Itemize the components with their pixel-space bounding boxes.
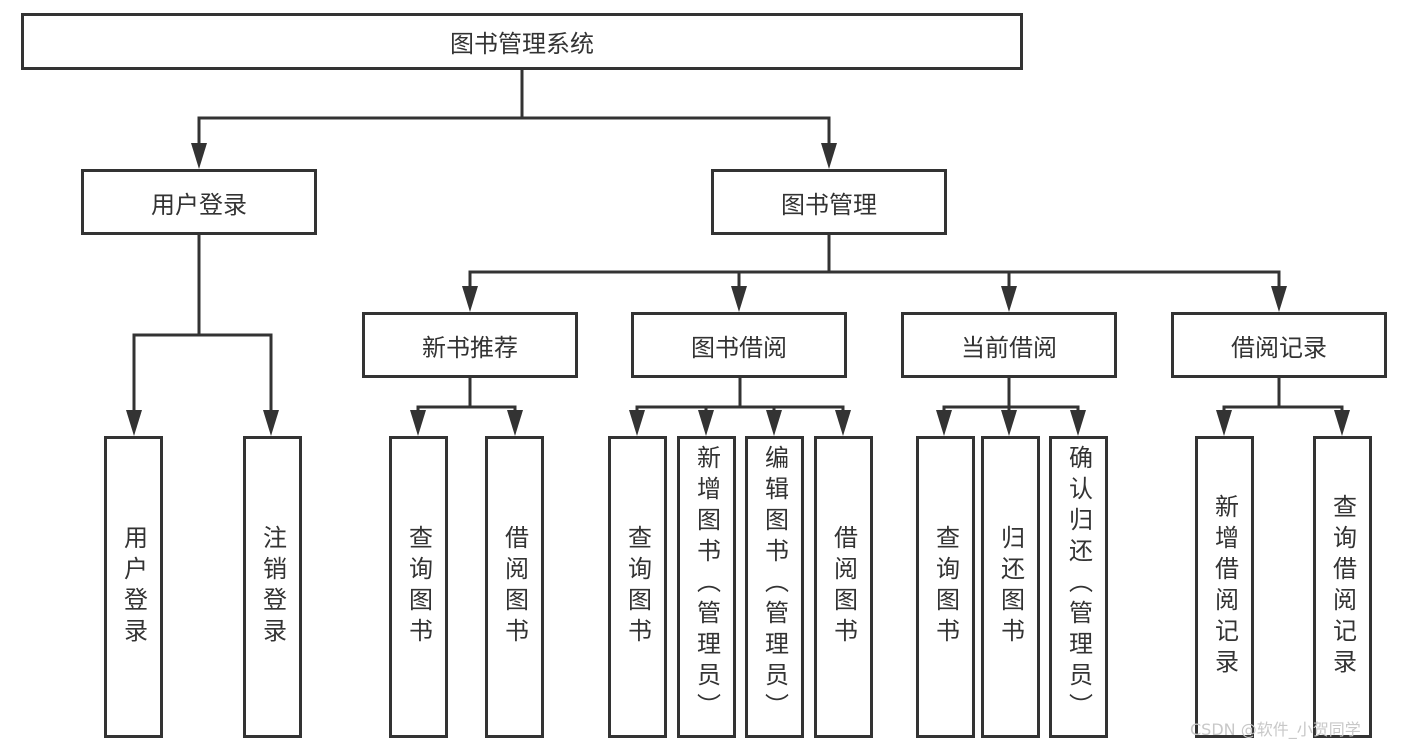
node-book-management: 图书管理 — [711, 169, 947, 235]
node-label: 图书管理 — [781, 190, 877, 219]
arrowhead-icon — [507, 410, 523, 436]
leaf-return-book: 归还图书 — [981, 436, 1040, 738]
arrowhead-icon — [1001, 286, 1017, 312]
arrowhead-icon — [191, 143, 207, 169]
leaf-label: 借阅图书 — [829, 525, 858, 649]
leaf-query-borrow-record: 查询借阅记录 — [1313, 436, 1372, 738]
node-label: 新书推荐 — [422, 333, 518, 362]
leaf-label: 查询图书 — [404, 525, 433, 649]
leaf-label: 编辑图书（管理员） — [760, 445, 789, 724]
leaf-borrow-book: 借阅图书 — [485, 436, 544, 738]
arrowhead-icon — [1334, 410, 1350, 436]
leaf-borrow-book: 借阅图书 — [814, 436, 873, 738]
leaf-label: 查询图书 — [931, 525, 960, 649]
arrowhead-icon — [410, 410, 426, 436]
node-label: 借阅记录 — [1231, 333, 1327, 362]
arrowhead-icon — [462, 286, 478, 312]
arrowhead-icon — [835, 410, 851, 436]
leaf-label: 借阅图书 — [500, 525, 529, 649]
arrowhead-icon — [1070, 410, 1086, 436]
arrowhead-icon — [126, 410, 142, 436]
leaf-query-book: 查询图书 — [608, 436, 667, 738]
node-borrow-records: 借阅记录 — [1171, 312, 1387, 378]
leaf-label: 新增借阅记录 — [1210, 494, 1239, 680]
arrowhead-icon — [629, 410, 645, 436]
leaf-label: 归还图书 — [996, 525, 1025, 649]
watermark: CSDN @软件_小贺同学 — [1190, 720, 1361, 739]
node-new-book-recommend: 新书推荐 — [362, 312, 578, 378]
node-book-borrow: 图书借阅 — [631, 312, 847, 378]
leaf-label: 确认归还（管理员） — [1064, 445, 1093, 724]
node-root: 图书管理系统 — [21, 13, 1023, 70]
leaf-add-book-admin: 新增图书（管理员） — [677, 436, 736, 738]
arrowhead-icon — [263, 410, 279, 436]
arrowhead-icon — [731, 286, 747, 312]
node-label: 用户登录 — [151, 190, 247, 219]
arrowhead-icon — [1001, 410, 1017, 436]
leaf-query-book: 查询图书 — [389, 436, 448, 738]
node-current-borrow: 当前借阅 — [901, 312, 1117, 378]
arrowhead-icon — [821, 143, 837, 169]
leaf-label: 查询借阅记录 — [1328, 494, 1357, 680]
node-label: 当前借阅 — [961, 333, 1057, 362]
leaf-logout: 注销登录 — [243, 436, 302, 738]
node-label: 图书借阅 — [691, 333, 787, 362]
arrowhead-icon — [1271, 286, 1287, 312]
node-label: 图书管理系统 — [450, 30, 594, 58]
arrowhead-icon — [698, 410, 714, 436]
leaf-label: 用户登录 — [119, 525, 148, 649]
leaf-add-borrow-record: 新增借阅记录 — [1195, 436, 1254, 738]
leaf-label: 查询图书 — [623, 525, 652, 649]
leaf-user-login: 用户登录 — [104, 436, 163, 738]
arrowhead-icon — [1216, 410, 1232, 436]
arrowhead-icon — [766, 410, 782, 436]
node-user-login: 用户登录 — [81, 169, 317, 235]
leaf-edit-book-admin: 编辑图书（管理员） — [745, 436, 804, 738]
leaf-confirm-return-admin: 确认归还（管理员） — [1049, 436, 1108, 738]
leaf-label: 新增图书（管理员） — [692, 445, 721, 724]
leaf-query-book: 查询图书 — [916, 436, 975, 738]
arrowhead-icon — [936, 410, 952, 436]
leaf-label: 注销登录 — [258, 525, 287, 649]
